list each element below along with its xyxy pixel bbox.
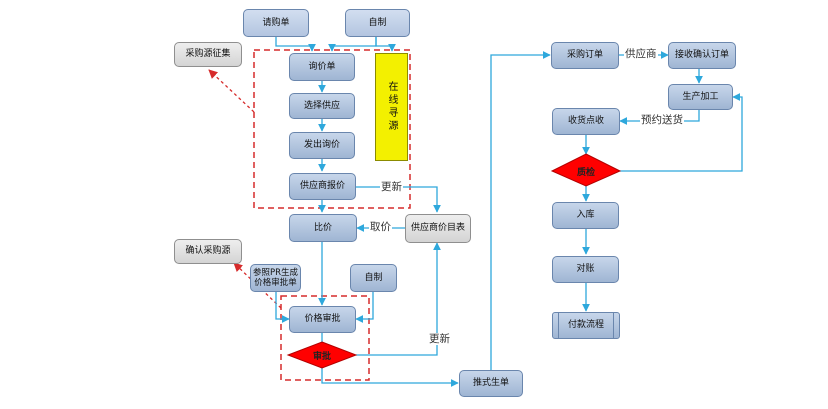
edge-diamond-to-push-order (321, 368, 459, 387)
pr-price-approval-node: 参照PR生成价格审批单 (250, 264, 301, 292)
purchase-order-node: 采购订单 (551, 42, 619, 69)
update-label-1: 更新 (380, 181, 403, 193)
storage-node: 入库 (552, 202, 619, 229)
online-sourcing-node: 在线寻源 (375, 53, 408, 161)
arrow-to-sourcing-collection (208, 69, 255, 113)
payment-flow-node: 付款流程 (552, 312, 620, 339)
approval-group-border (280, 295, 370, 381)
edge-push-order-to-po (490, 51, 551, 370)
scheduled-delivery-label: 预约送货 (640, 114, 684, 126)
push-order-node: 推式生单 (459, 370, 523, 397)
edge-self-made-to-online-sourcing (375, 37, 396, 52)
approval-diamond-label: 审批 (312, 351, 331, 362)
edge-diamond-to-pricelist (356, 242, 441, 356)
send-inquiry-node: 发出询价 (289, 132, 355, 159)
update-label-2: 更新 (428, 333, 451, 345)
supplier-pricelist-node: 供应商价目表 (405, 214, 471, 243)
inspection-diamond-label: 质检 (576, 167, 595, 178)
online-sourcing-group-border (253, 49, 411, 209)
price-compare-node: 比价 (289, 214, 357, 242)
edge-inspection-to-production (620, 93, 743, 172)
sourcing-collection-node: 采购源征集 (174, 42, 242, 67)
edge-pr-to-approval (275, 292, 290, 323)
confirm-source-node: 确认采购源 (174, 239, 242, 264)
edge-self-made-to-inquiry (328, 37, 377, 52)
edge-selfmade-mid-to-approval (355, 292, 374, 323)
take-price-label: 取价 (369, 221, 392, 233)
production-node: 生产加工 (668, 84, 733, 110)
self-made-top-node: 自制 (345, 9, 410, 37)
select-supplier-node: 选择供应 (289, 93, 355, 119)
approval-diamond (286, 341, 358, 369)
goods-receipt-node: 收货点收 (552, 108, 620, 135)
edge-requisition-to-inquiry (275, 37, 316, 52)
inquiry-node: 询价单 (289, 53, 355, 81)
requisition-node: 请购单 (243, 9, 309, 37)
receive-confirm-order-node: 接收确认订单 (668, 42, 736, 69)
reconcile-node: 对账 (552, 256, 619, 283)
self-made-mid-node: 自制 (350, 264, 397, 292)
price-approval-node: 价格审批 (289, 306, 356, 333)
inspection-diamond (550, 153, 622, 187)
supplier-label: 供应商 (624, 48, 658, 60)
supplier-quote-node: 供应商报价 (289, 173, 356, 200)
